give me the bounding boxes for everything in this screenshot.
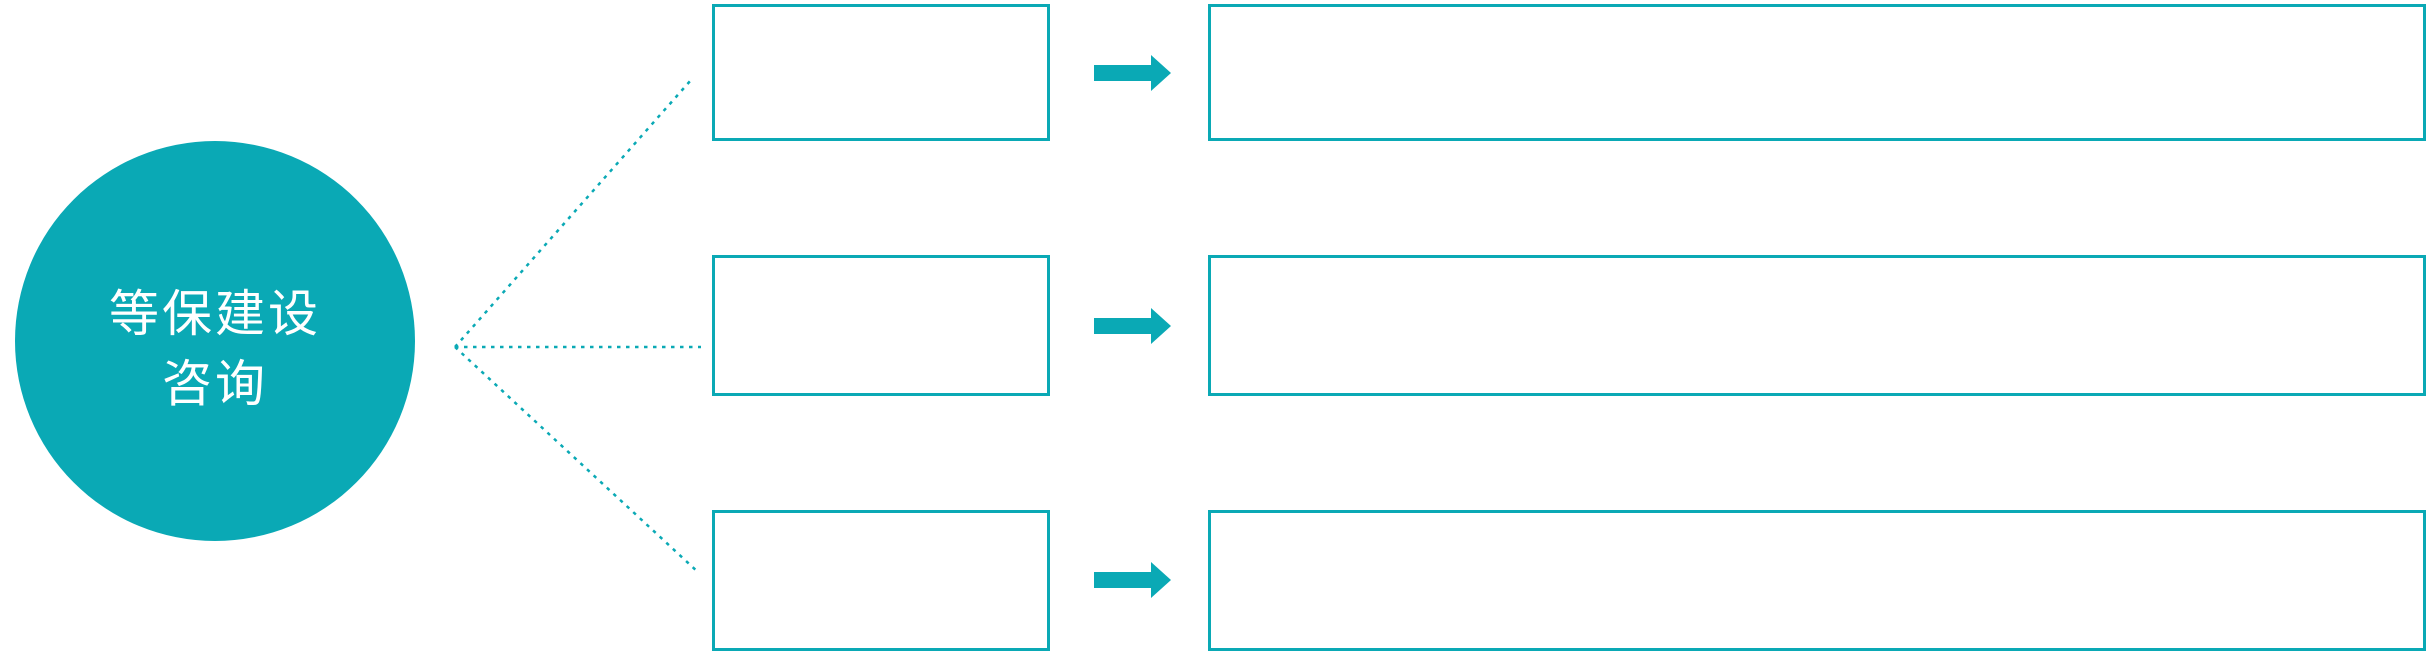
detail-box-1-label (1211, 7, 2423, 138)
category-box-2-label (715, 258, 1047, 393)
detail-box-3-label (1211, 513, 2423, 648)
hub-label-line1: 等保建设 (109, 286, 321, 342)
detail-box-3 (1208, 510, 2426, 651)
category-box-1-label (715, 7, 1047, 138)
category-box-1 (712, 4, 1050, 141)
hub-label-line2: 咨询 (162, 356, 268, 412)
category-box-2 (712, 255, 1050, 396)
connector-line-top-icon (454, 79, 692, 348)
detail-box-1 (1208, 4, 2426, 141)
detail-box-2 (1208, 255, 2426, 396)
right-arrow-icon (1094, 308, 1171, 344)
category-box-3 (712, 510, 1050, 651)
hub-circle: 等保建设 咨询 (15, 141, 415, 541)
hub-label: 等保建设 咨询 (109, 263, 321, 419)
right-arrow-icon (1094, 562, 1171, 598)
detail-box-2-label (1211, 258, 2423, 393)
right-arrow-icon (1094, 55, 1171, 91)
category-box-3-label (715, 513, 1047, 648)
connector-line-bottom-icon (454, 346, 700, 574)
